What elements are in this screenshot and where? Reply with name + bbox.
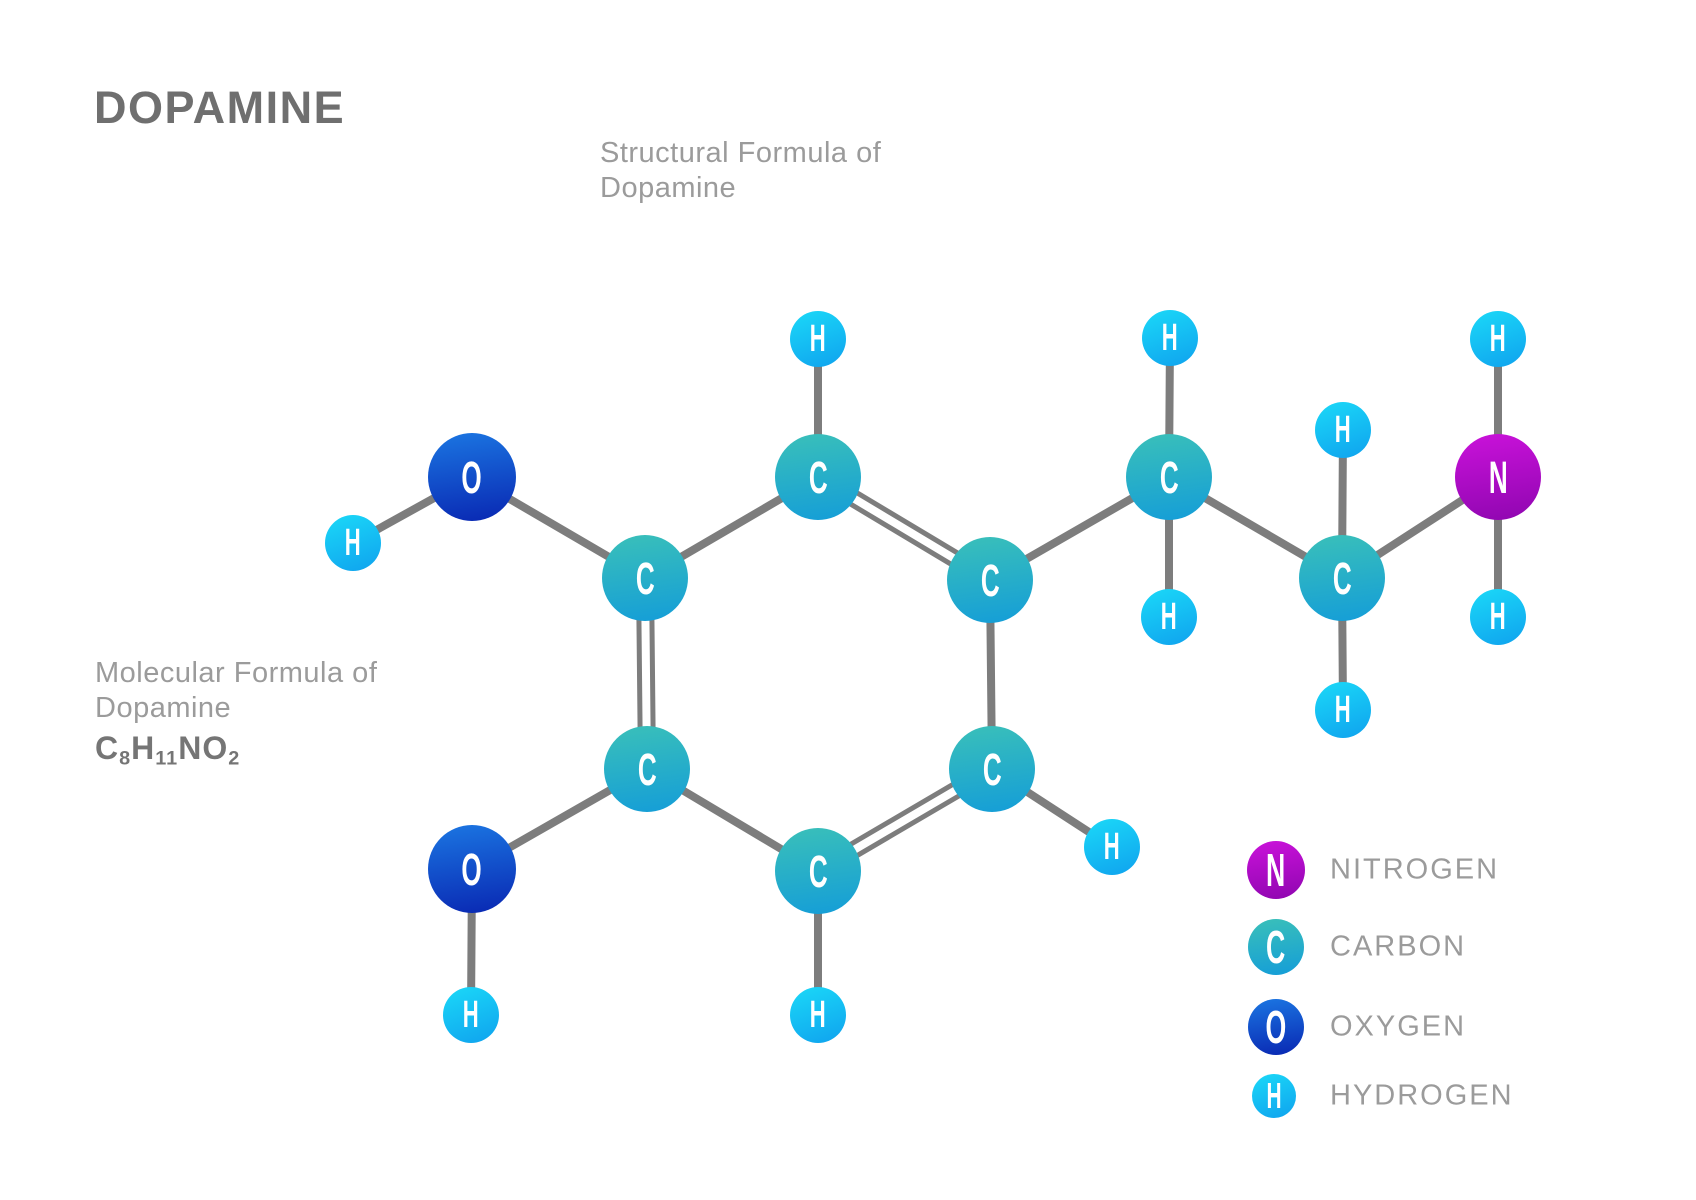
hydrogen-symbol: H: [1335, 689, 1351, 731]
legend-label-nitrogen: NITROGEN: [1330, 853, 1500, 886]
atom-C-ring-bottom: C: [775, 828, 861, 914]
legend-symbol-glyph: N: [1266, 844, 1286, 896]
hydrogen-symbol: H: [463, 994, 479, 1036]
atom-H-O-lower: H: [443, 987, 499, 1043]
carbon-symbol: C: [980, 554, 1000, 606]
hydrogen-symbol: H: [1162, 317, 1178, 359]
legend-symbol-glyph: O: [1265, 1001, 1287, 1053]
nitrogen-symbol: N: [1488, 451, 1508, 503]
molecular-formula-heading: Molecular Formula of Dopamine: [95, 656, 377, 726]
hydrogen-symbol: H: [1490, 596, 1506, 638]
carbon-symbol: C: [808, 451, 828, 503]
hydrogen-symbol: H: [345, 522, 361, 564]
formula-subscript: 2: [228, 747, 241, 770]
atom-C-ring-upper-right: C: [947, 537, 1033, 623]
hydrogen-symbol: H: [810, 994, 826, 1036]
legend-symbol-hydrogen: H: [1252, 1074, 1296, 1118]
atom-C-ring-top: C: [775, 434, 861, 520]
legend-label-carbon: CARBON: [1330, 930, 1467, 963]
legend-label-hydrogen: HYDROGEN: [1330, 1079, 1514, 1112]
carbon-symbol: C: [1332, 552, 1352, 604]
molecular-formula: C8H11NO2: [95, 730, 240, 771]
atom-O-lower: O: [428, 825, 516, 913]
carbon-symbol: C: [635, 552, 655, 604]
atom-H-N-up: H: [1470, 311, 1526, 367]
carbon-symbol: C: [1159, 451, 1179, 503]
atom-H-chain2-down: H: [1315, 682, 1371, 738]
atom-H-chain1-down: H: [1141, 589, 1197, 645]
atom-H-O-upper: H: [325, 515, 381, 571]
hydrogen-symbol: H: [810, 318, 826, 360]
oxygen-symbol: O: [461, 451, 483, 503]
formula-subscript: 11: [155, 747, 179, 770]
legend-symbol-glyph: H: [1266, 1075, 1282, 1116]
atom-C-chain-1: C: [1126, 434, 1212, 520]
atom-N-amine: N: [1455, 434, 1541, 520]
atom-H-N-down: H: [1470, 589, 1526, 645]
atom-C-ring-lower-left: C: [604, 726, 690, 812]
molecular-formula-heading-line1: Molecular Formula of: [95, 657, 378, 689]
formula-symbol: H: [131, 730, 156, 766]
legend-label-oxygen: OXYGEN: [1330, 1010, 1467, 1043]
structural-formula-heading: Structural Formula of Dopamine: [600, 136, 881, 206]
atom-C-chain-2: C: [1299, 535, 1385, 621]
atom-H-ring-right: H: [1084, 819, 1140, 875]
carbon-symbol: C: [637, 743, 657, 795]
hydrogen-symbol: H: [1161, 596, 1177, 638]
atom-H-chain2-up: H: [1315, 402, 1371, 458]
carbon-symbol: C: [808, 845, 828, 897]
atom-C-ring-upper-left: C: [602, 535, 688, 621]
hydrogen-symbol: H: [1104, 826, 1120, 868]
molecular-formula-heading-line2: Dopamine: [95, 692, 232, 724]
legend-symbol-carbon: C: [1248, 919, 1304, 975]
formula-symbol: NO: [178, 730, 229, 766]
atom-O-upper: O: [428, 433, 516, 521]
legend-symbol-nitrogen: N: [1247, 841, 1305, 899]
hydrogen-symbol: H: [1490, 318, 1506, 360]
legend-symbol-oxygen: O: [1248, 999, 1304, 1055]
formula-symbol: C: [95, 730, 120, 766]
atom-H-chain1-up: H: [1142, 310, 1198, 366]
formula-subscript: 8: [119, 747, 132, 770]
hydrogen-symbol: H: [1335, 409, 1351, 451]
atom-H-ring-bottom: H: [790, 987, 846, 1043]
structural-formula-heading-line1: Structural Formula of: [600, 137, 882, 169]
page-title: DOPAMINE: [94, 82, 346, 133]
atom-C-ring-lower-right: C: [949, 726, 1035, 812]
oxygen-symbol: O: [461, 843, 483, 895]
legend-symbol-glyph: C: [1266, 921, 1286, 973]
carbon-symbol: C: [982, 743, 1002, 795]
structural-formula-heading-line2: Dopamine: [600, 172, 737, 204]
atom-H-ring-top: H: [790, 311, 846, 367]
